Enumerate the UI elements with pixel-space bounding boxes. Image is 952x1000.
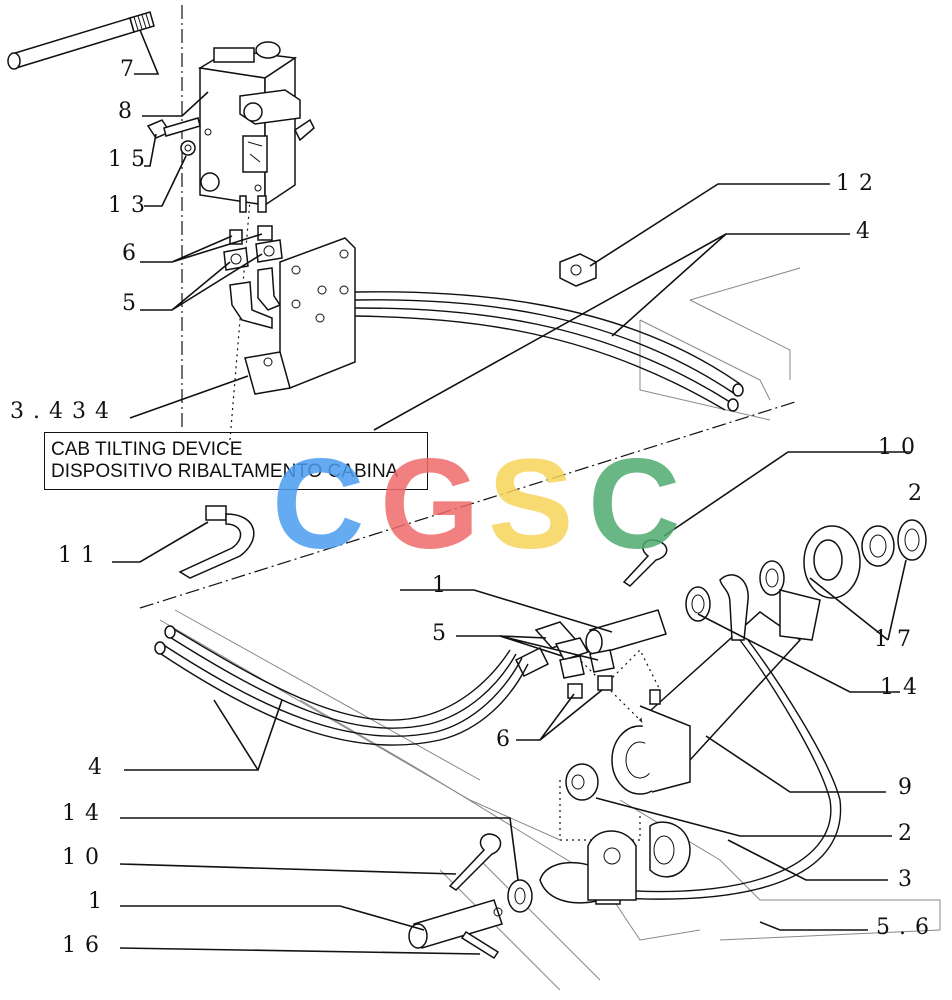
part-hoses-upper [354, 291, 744, 412]
callout-7: 7 [120, 57, 143, 82]
callout-6-lower: 6 [496, 727, 519, 752]
callout-10-lower: 10 [62, 845, 108, 870]
part-pin-lower [408, 899, 503, 949]
callout-1-lower: 1 [88, 889, 111, 914]
part-fittings-lower [514, 621, 615, 699]
leader-lines [112, 29, 910, 955]
title-english: CAB TILTING DEVICE [51, 439, 243, 460]
watermark-letter-1: C [272, 440, 364, 560]
part-lower-mount [587, 821, 691, 901]
callout-2-lower: 2 [898, 821, 921, 846]
callout-4-lower: 4 [88, 755, 111, 780]
part-pin-upper [585, 609, 667, 655]
callout-5-6: 5.6 [876, 915, 938, 940]
title-italian: DISPOSITIVO RIBALTAMENTO CABINA [51, 461, 399, 482]
callout-13: 13 [108, 193, 154, 218]
cgsc-watermark: C G S C [272, 440, 680, 560]
callout-1-upper: 1 [432, 573, 455, 598]
diagram-title-box: CAB TILTING DEVICE DISPOSITIVO RIBALTAME… [44, 432, 428, 490]
part-mounting-bracket [244, 237, 356, 395]
watermark-letter-2: G [380, 440, 480, 560]
part-roll-pin [460, 930, 500, 960]
callout-12: 12 [836, 171, 882, 196]
callout-17: 17 [874, 627, 920, 652]
callout-4-upper: 4 [856, 219, 879, 244]
part-hoses-lower [154, 625, 529, 746]
callout-6-upper: 6 [122, 241, 145, 266]
part-bushing-lower [565, 763, 599, 801]
callout-2-upper: 2 [908, 481, 931, 506]
callout-labels: 7 8 15 13 6 5 3.434 12 4 10 2 11 1 5 17 … [10, 57, 938, 958]
callout-10-upper: 10 [878, 435, 924, 460]
part-split-pin-lower [448, 833, 502, 891]
callout-3: 3 [898, 867, 921, 892]
callout-11: 11 [58, 543, 104, 568]
callout-5-lower: 5 [432, 621, 455, 646]
part-fittings-upper [223, 225, 283, 329]
callout-8: 8 [118, 99, 141, 124]
callout-14-lower: 14 [62, 801, 108, 826]
callout-15: 15 [108, 147, 154, 172]
part-screw-washer [146, 117, 201, 156]
part-bushings-right [685, 519, 927, 622]
part-split-pin-upper [622, 539, 668, 587]
part-strap [178, 505, 255, 579]
watermark-letter-3: S [488, 440, 573, 560]
part-valve-block [197, 41, 315, 213]
callout-9: 9 [898, 775, 921, 800]
watermark-letter-4: C [588, 440, 680, 560]
callout-3-434: 3.434 [10, 399, 118, 424]
callout-16: 16 [62, 933, 108, 958]
part-hose-clip [559, 253, 597, 287]
callout-14-upper: 14 [880, 675, 926, 700]
callout-5-upper: 5 [122, 291, 145, 316]
part-washer-lower [507, 879, 533, 913]
part-lever-rod [7, 11, 155, 70]
part-tilt-cylinder [611, 589, 821, 795]
